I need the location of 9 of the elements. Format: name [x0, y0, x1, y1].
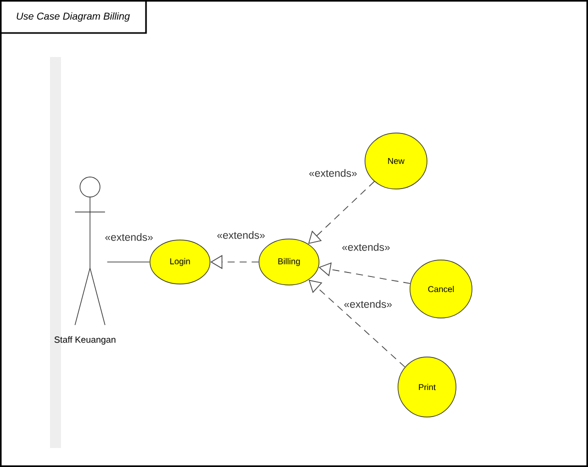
edge-label: «extends»	[216, 230, 266, 240]
edge-label: «extends»	[342, 299, 394, 309]
arrow	[308, 181, 375, 244]
edge-label: «extends»	[104, 232, 154, 242]
edge-label: «extends»	[308, 168, 358, 178]
actor-name: Staff Keuangan	[54, 336, 116, 345]
edge-label: «extends»	[340, 242, 392, 252]
arrow	[308, 280, 406, 368]
title-box: Use Case Diagram Billing	[0, 0, 147, 34]
